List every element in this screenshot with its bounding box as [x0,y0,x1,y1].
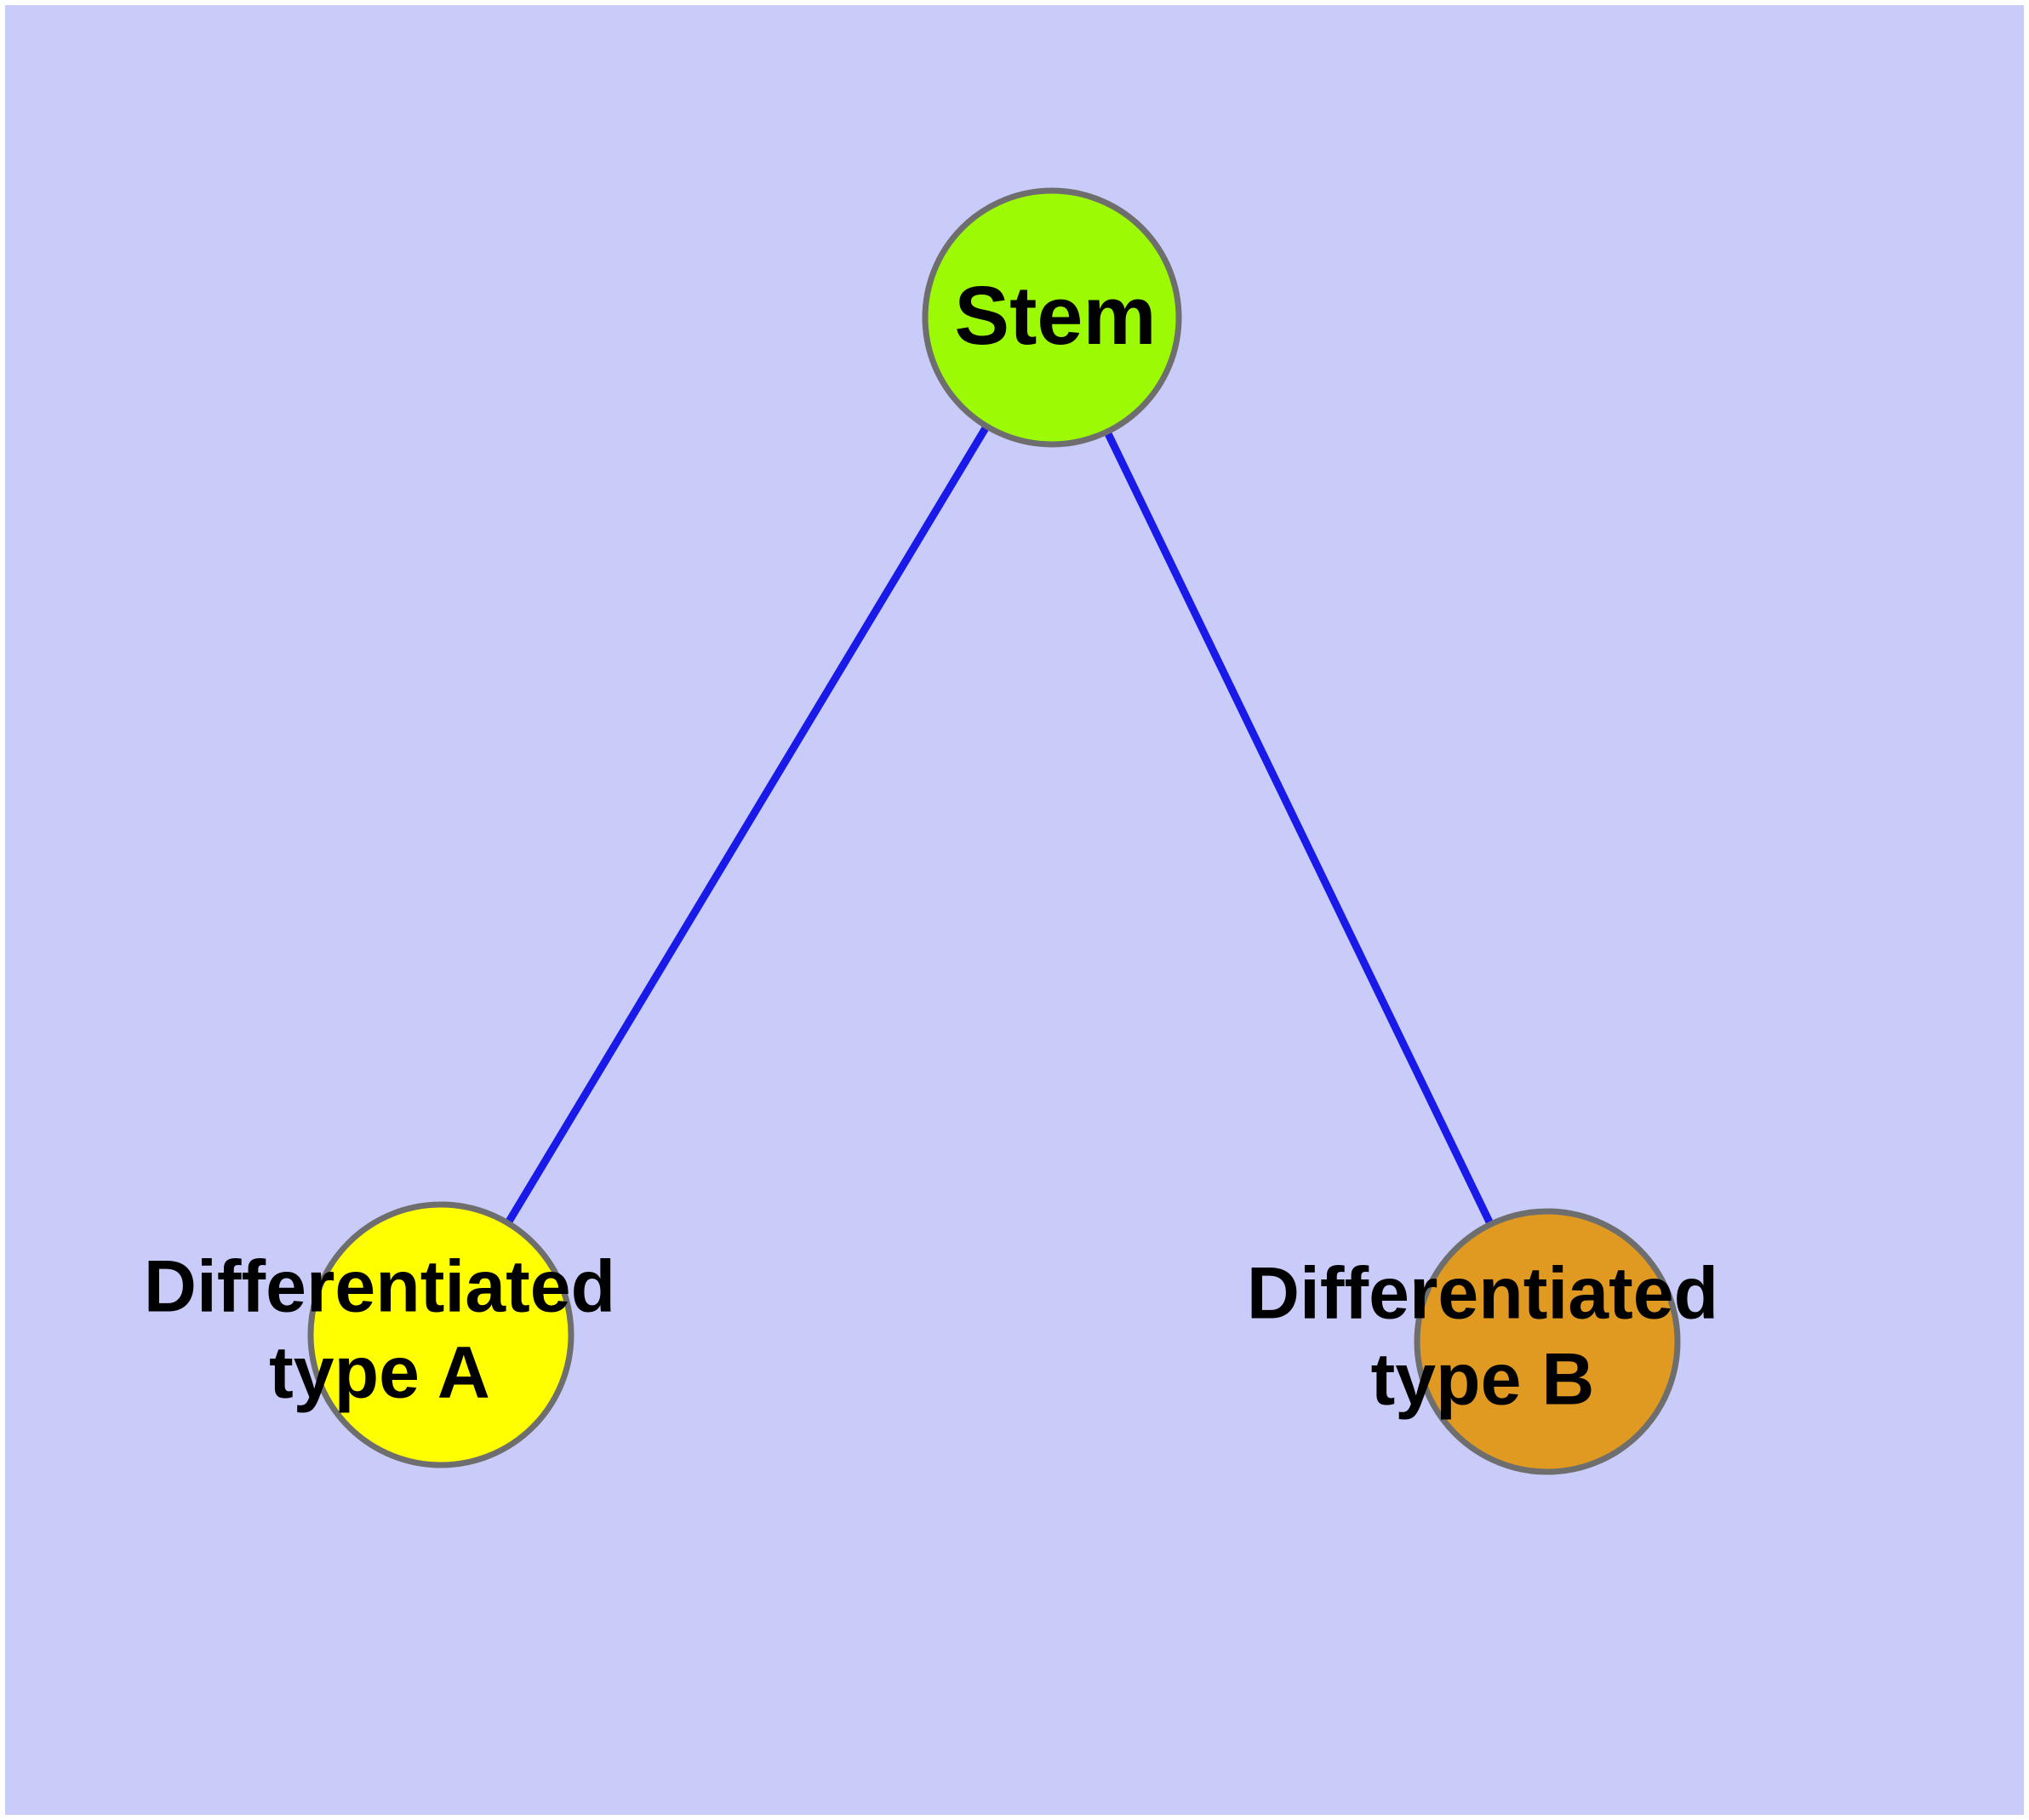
node-diff_b[interactable] [1414,1208,1681,1475]
node-stem[interactable] [922,187,1182,448]
edge-stem-to-diff_a[interactable] [437,315,1055,1337]
node-label-stem: Stem [954,269,1156,362]
node-label-line: type B [1371,1338,1595,1420]
node-diff_a[interactable] [307,1201,574,1468]
edges-group [437,315,1552,1343]
node-label-line: Differentiated [144,1245,615,1327]
node-label-line: type A [269,1331,490,1413]
edge-stem-to-diff_b[interactable] [1048,316,1552,1343]
nodes-group [307,187,1681,1475]
node-label-line: Stem [954,269,1156,362]
node-label-line: Differentiated [1247,1252,1718,1334]
